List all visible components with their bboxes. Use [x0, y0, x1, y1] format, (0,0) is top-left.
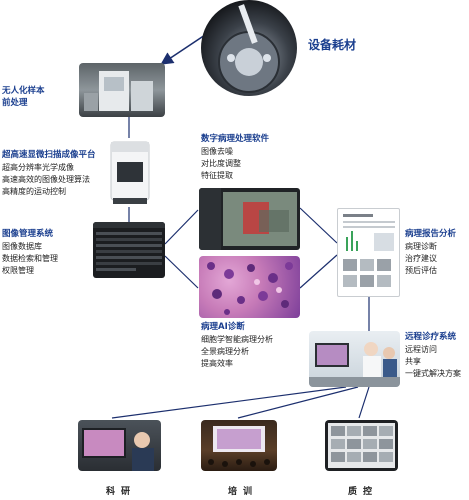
scanner-item-3: 高精度的运动控制: [2, 187, 66, 196]
qc-image: [325, 420, 398, 471]
image-mgmt-item-2: 数据检索和管理: [2, 254, 58, 263]
remote-item-2: 共享: [405, 357, 421, 366]
consumables-image: [201, 0, 297, 96]
research-image: [78, 420, 161, 471]
image-mgmt-title: 图像管理系统: [2, 229, 54, 239]
ai-item-3: 提高效率: [201, 359, 233, 368]
remote-consultation-image: [309, 331, 400, 387]
report-item-2: 治疗建议: [405, 254, 437, 263]
prep-title-line1: 无人化样本: [2, 86, 45, 96]
image-mgmt-item-3: 权限管理: [2, 266, 34, 275]
software-screenshot: [199, 188, 300, 250]
scanner-item-1: 超高分辨率光学成像: [2, 163, 74, 172]
scanner-item-2: 高速高效的图像处理算法: [2, 175, 90, 184]
scanner-title: 超高速显微扫描成像平台: [2, 150, 96, 160]
report-item-1: 病理诊断: [405, 242, 437, 251]
consumables-label: 设备耗材: [308, 38, 357, 52]
prep-title-line2: 前处理: [2, 98, 28, 108]
training-label: 培训: [228, 487, 259, 497]
training-image: [201, 420, 277, 471]
software-item-2: 对比度调整: [201, 159, 241, 168]
remote-item-1: 远程访问: [405, 345, 437, 354]
image-mgmt-screenshot: [93, 222, 165, 278]
software-item-1: 图像去噪: [201, 147, 233, 156]
software-item-3: 特征提取: [201, 171, 233, 180]
software-title: 数字病理处理软件: [201, 134, 270, 144]
report-item-3: 预后评估: [405, 266, 437, 275]
ai-item-1: 细胞学智能病理分析: [201, 335, 273, 344]
prep-robot-image: [79, 63, 165, 117]
report-title: 病理报告分析: [405, 229, 457, 239]
image-mgmt-item-1: 图像数据库: [2, 242, 42, 251]
ai-title: 病理AI诊断: [201, 322, 245, 332]
research-label: 科研: [106, 487, 137, 497]
ai-tissue-image: [199, 256, 300, 318]
report-document-image: [337, 208, 400, 297]
remote-item-3: 一键式解决方案: [405, 369, 461, 378]
remote-title: 远程诊疗系统: [405, 332, 457, 342]
qc-label: 质控: [348, 487, 379, 497]
scanner-device-image: [109, 138, 151, 207]
ai-item-2: 全景病理分析: [201, 347, 249, 356]
